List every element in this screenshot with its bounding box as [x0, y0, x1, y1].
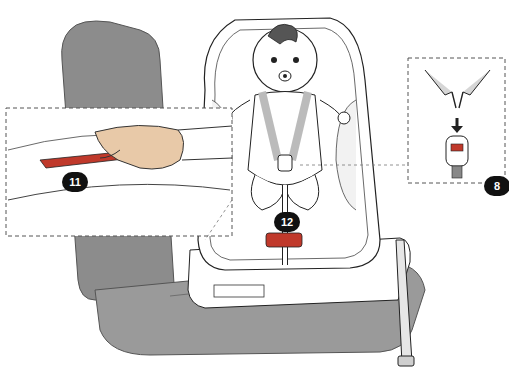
- callout-number: 12: [274, 212, 300, 232]
- callout-number: 8: [484, 176, 509, 196]
- callout-number: 11: [62, 172, 88, 192]
